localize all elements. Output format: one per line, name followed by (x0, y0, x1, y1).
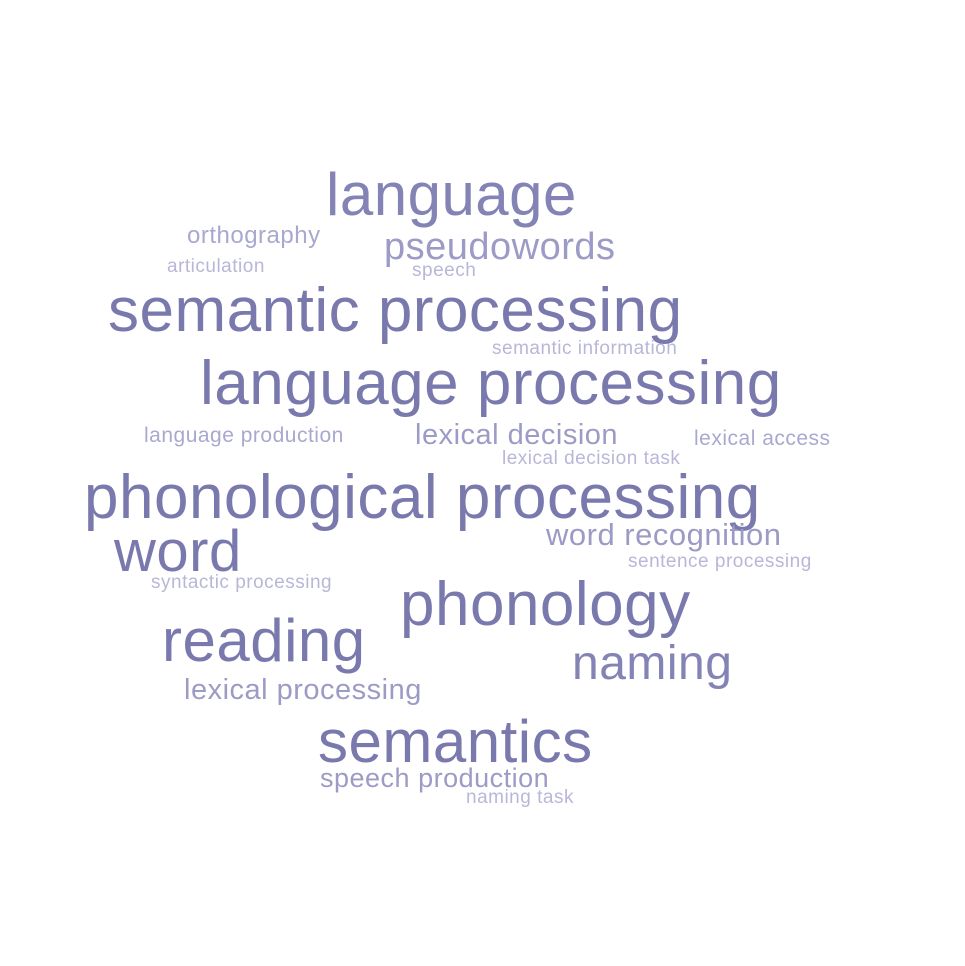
word-pseudowords: pseudowords (384, 226, 616, 268)
word-language-processing: language processing (200, 349, 782, 418)
word-word-recognition: word recognition (546, 517, 782, 552)
word-language-production: language production (144, 424, 344, 447)
word-semantics: semantics (318, 708, 593, 775)
word-naming-task: naming task (466, 787, 574, 808)
word-lexical-access: lexical access (694, 427, 831, 450)
word-lexical-decision-task: lexical decision task (502, 448, 681, 469)
word-lexical-processing: lexical processing (184, 674, 422, 706)
word-naming: naming (572, 637, 733, 690)
word-speech-production: speech production (320, 763, 550, 793)
word-language: language (326, 161, 577, 228)
word-sentence-processing: sentence processing (628, 551, 812, 572)
word-speech: speech (412, 260, 477, 281)
word-syntactic-processing: syntactic processing (151, 572, 333, 593)
word-reading: reading (162, 607, 366, 674)
word-lexical-decision: lexical decision (415, 419, 619, 451)
word-orthography: orthography (187, 222, 321, 249)
word-phonological-processing: phonological processing (84, 463, 761, 532)
word-semantic-information: semantic information (492, 338, 678, 359)
word-phonology: phonology (400, 570, 691, 639)
word-word: word (114, 519, 242, 584)
word-semantic-processing: semantic processing (108, 276, 683, 345)
word-articulation: articulation (167, 256, 265, 277)
